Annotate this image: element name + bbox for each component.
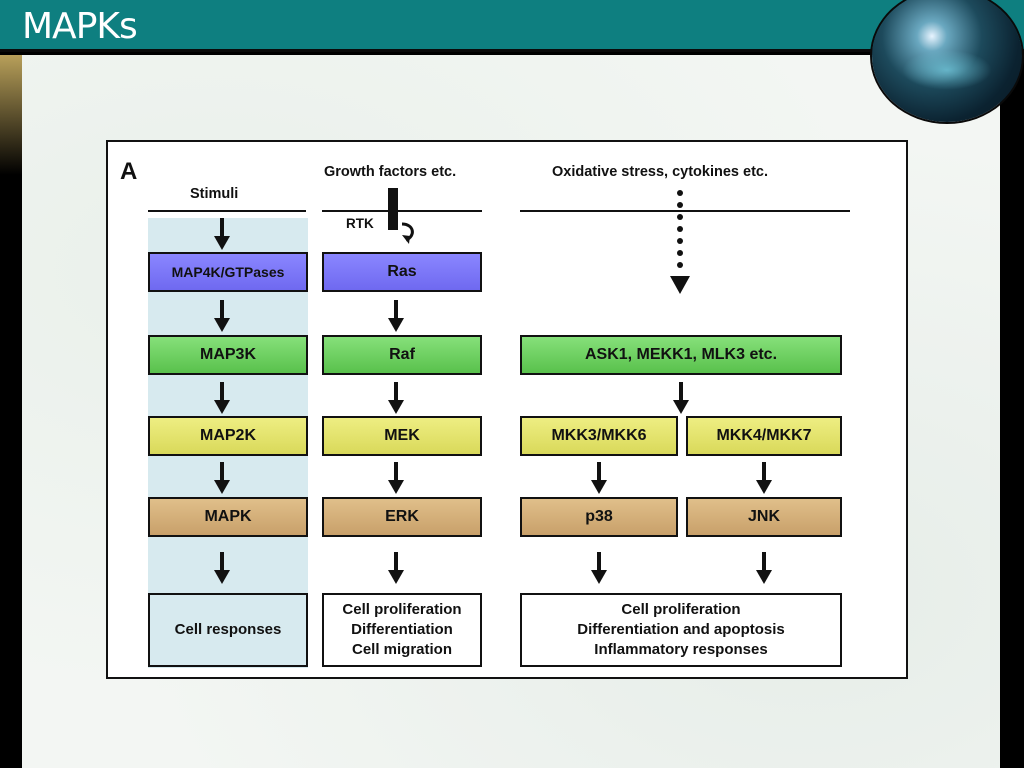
p38-box: p38 (520, 497, 678, 537)
stress-membrane-line (520, 210, 850, 212)
down-arrow-icon (212, 552, 232, 586)
erk-response-box: Cell proliferation Differentiation Cell … (322, 593, 482, 667)
response-text: Inflammatory responses (594, 641, 768, 658)
down-arrow-icon (212, 382, 232, 416)
raf-box: Raf (322, 335, 482, 375)
down-arrow-icon (386, 300, 406, 334)
response-text: Cell proliferation (342, 601, 462, 618)
map4k-box: MAP4K/GTPases (148, 252, 308, 292)
jnk-box: JNK (686, 497, 842, 537)
dotted-arrow-head-icon (670, 276, 690, 294)
response-text: Cell migration (351, 641, 452, 658)
mek-box: MEK (322, 416, 482, 456)
response-text: Cell responses (174, 621, 282, 638)
down-arrow-icon (589, 552, 609, 586)
growth-factors-header: Growth factors etc. (324, 164, 457, 180)
stimuli-header: Stimuli (190, 186, 239, 202)
down-arrow-icon (212, 462, 232, 496)
response-text: Cell proliferation (621, 601, 741, 618)
panel-letter: A (120, 158, 138, 185)
title-bar: MAPKs (0, 0, 1024, 52)
erk-membrane-line (322, 210, 482, 212)
response-text: Differentiation and apoptosis (577, 621, 785, 638)
generic-membrane-line (148, 210, 306, 212)
ras-box: Ras (322, 252, 482, 292)
erk-box: ERK (322, 497, 482, 537)
curved-arrow-icon (401, 222, 414, 244)
globe-logo-icon (872, 0, 1022, 122)
decorative-right-edge (1000, 55, 1024, 768)
mkk4-mkk7-box: MKK4/MKK7 (686, 416, 842, 456)
decorative-edge (0, 55, 22, 175)
map3k-box: MAP3K (148, 335, 308, 375)
down-arrow-icon (386, 462, 406, 496)
slide-title: MAPKs (22, 6, 138, 47)
down-arrow-icon (212, 218, 232, 252)
down-arrow-icon (386, 382, 406, 416)
stress-header: Oxidative stress, cytokines etc. (552, 164, 768, 180)
map2k-box: MAP2K (148, 416, 308, 456)
stress-response-box: Cell proliferation Differentiation and a… (520, 593, 842, 667)
rtk-receptor (388, 188, 398, 230)
mkk3-mkk6-box: MKK3/MKK6 (520, 416, 678, 456)
ask1-mekk1-box: ASK1, MEKK1, MLK3 etc. (520, 335, 842, 375)
down-arrow-icon (212, 300, 232, 334)
down-arrow-icon (671, 382, 691, 416)
response-text: Differentiation (351, 621, 453, 638)
down-arrow-icon (386, 552, 406, 586)
dotted-arrow (676, 190, 684, 280)
mapk-box: MAPK (148, 497, 308, 537)
down-arrow-icon (754, 552, 774, 586)
mapk-pathway-figure: A Stimuli MAP4K/GTPases MAP3K MAP2K MAPK… (106, 140, 908, 679)
rtk-label: RTK (346, 216, 374, 231)
down-arrow-icon (589, 462, 609, 496)
generic-response-box: Cell responses (148, 593, 308, 667)
down-arrow-icon (754, 462, 774, 496)
